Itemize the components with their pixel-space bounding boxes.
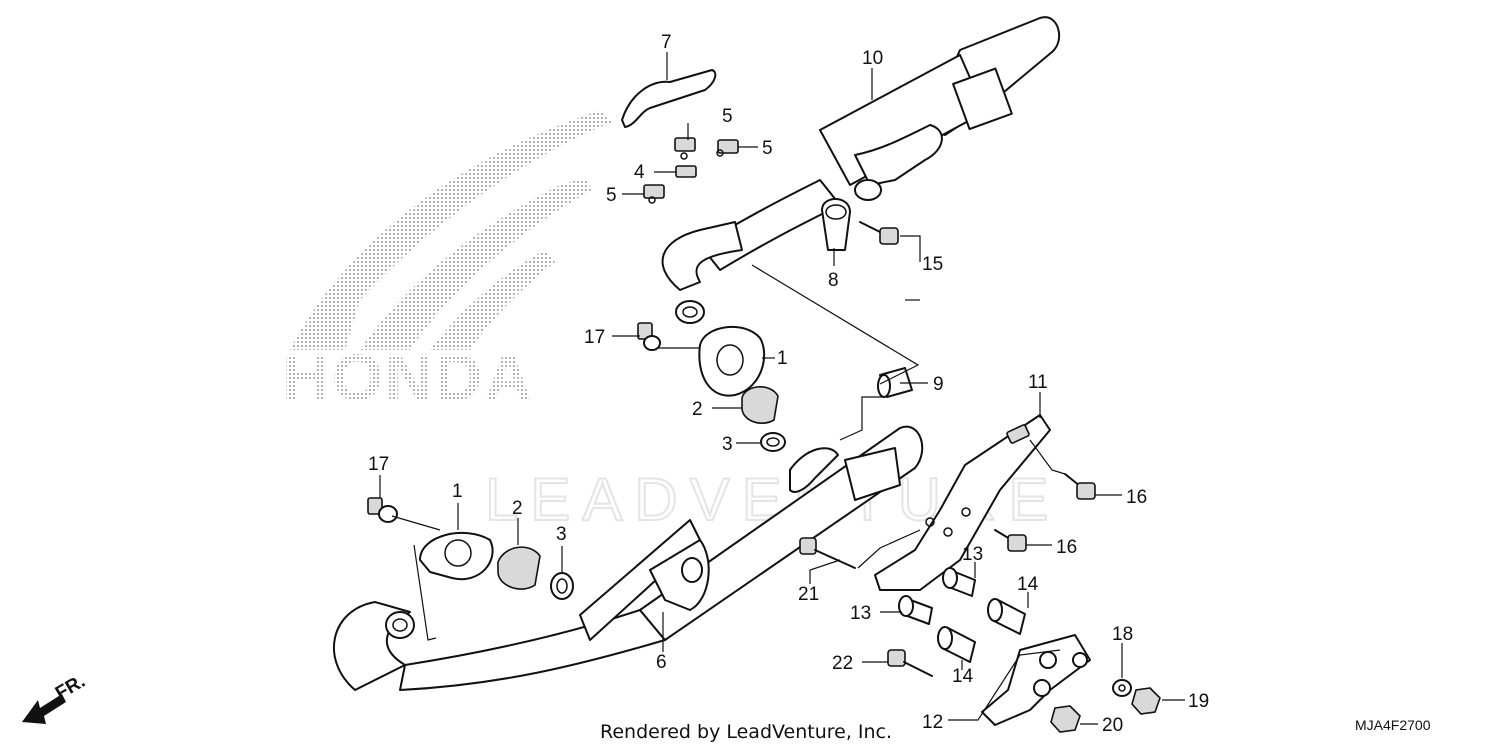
band-clamp-part-8[interactable] (821, 198, 851, 251)
callout-22[interactable]: 22 (832, 653, 853, 674)
bolt-part-21[interactable] (799, 537, 856, 569)
callout-16[interactable]: 16 (1126, 487, 1147, 508)
callout-labels: 7 10 5 5 4 5 8 15 17 1 2 3 9 11 17 1 2 3… (368, 32, 1209, 736)
callout-17[interactable]: 17 (584, 327, 605, 348)
flange-part-1-lower[interactable] (419, 532, 494, 581)
front-exhaust-pipe-part-6[interactable] (332, 425, 924, 691)
gasket-part-3-lower[interactable] (550, 572, 574, 600)
clip-part-5-a[interactable] (674, 137, 696, 160)
clip-part-5-c[interactable] (643, 184, 665, 204)
gasket-part-3-upper[interactable] (760, 432, 786, 452)
nut-part-17-lower[interactable] (367, 497, 398, 523)
bracket-part-11[interactable] (874, 414, 1051, 591)
callout-9[interactable]: 9 (933, 374, 944, 395)
callout-15[interactable]: 15 (922, 254, 943, 275)
callout-14[interactable]: 14 (952, 666, 974, 687)
callout-5[interactable]: 5 (762, 138, 773, 159)
bolt-part-16-a[interactable] (1064, 473, 1096, 500)
callout-17[interactable]: 17 (368, 454, 389, 475)
callout-5[interactable]: 5 (722, 106, 733, 127)
clip-part-5-b[interactable] (716, 139, 739, 157)
callout-19[interactable]: 19 (1188, 691, 1209, 712)
callout-13[interactable]: 13 (850, 603, 871, 624)
callout-21[interactable]: 21 (798, 584, 819, 605)
nut-part-17-upper[interactable] (637, 322, 661, 351)
rear-muffler-part-10[interactable] (661, 16, 1061, 324)
callout-10[interactable]: 10 (862, 48, 883, 69)
nut-part-19[interactable] (1131, 687, 1161, 715)
collar-part-14-a[interactable] (987, 598, 1026, 635)
leader-lines (379, 52, 1185, 725)
callout-1[interactable]: 1 (452, 481, 463, 502)
collar-part-13-b[interactable] (898, 595, 933, 625)
callout-7[interactable]: 7 (661, 32, 672, 53)
callout-4[interactable]: 4 (634, 162, 645, 183)
bolt-part-15[interactable] (859, 221, 899, 245)
callout-13[interactable]: 13 (962, 544, 983, 565)
bolt-part-16-b[interactable] (994, 529, 1027, 552)
honda-logo-text: HONDA (282, 340, 534, 414)
front-direction-arrow-icon (22, 694, 66, 724)
washer-part-18[interactable] (1112, 679, 1132, 697)
collar-part-14-b[interactable] (937, 626, 976, 663)
clip-part-4[interactable] (675, 165, 697, 178)
callout-1[interactable]: 1 (777, 348, 788, 369)
callout-16[interactable]: 16 (1056, 537, 1077, 558)
honda-logo: HONDA (282, 110, 612, 414)
callout-5[interactable]: 5 (606, 185, 617, 206)
callout-20[interactable]: 20 (1102, 715, 1123, 736)
collar-part-13-a[interactable] (942, 567, 976, 597)
callout-11[interactable]: 11 (1028, 372, 1048, 393)
callout-3[interactable]: 3 (722, 434, 733, 455)
bracket-part-12[interactable] (981, 634, 1091, 726)
diagram-code: MJA4F2700 (1355, 717, 1431, 733)
nut-part-20[interactable] (1050, 705, 1081, 733)
callout-8[interactable]: 8 (828, 270, 839, 291)
cotter-part-2-upper[interactable] (741, 386, 779, 424)
callout-18[interactable]: 18 (1112, 624, 1133, 645)
callout-2[interactable]: 2 (512, 498, 523, 519)
callout-2[interactable]: 2 (692, 399, 703, 420)
callout-14[interactable]: 14 (1017, 574, 1039, 595)
heat-shield-part-7[interactable] (621, 69, 717, 128)
rendered-by-footer: Rendered by LeadVenture, Inc. (600, 721, 892, 743)
bolt-part-22[interactable] (887, 649, 933, 677)
callout-12[interactable]: 12 (922, 712, 943, 733)
flange-part-1-upper[interactable] (698, 325, 766, 397)
callout-6[interactable]: 6 (656, 652, 667, 673)
callout-3[interactable]: 3 (556, 524, 567, 545)
cotter-part-2-lower[interactable] (497, 546, 541, 590)
